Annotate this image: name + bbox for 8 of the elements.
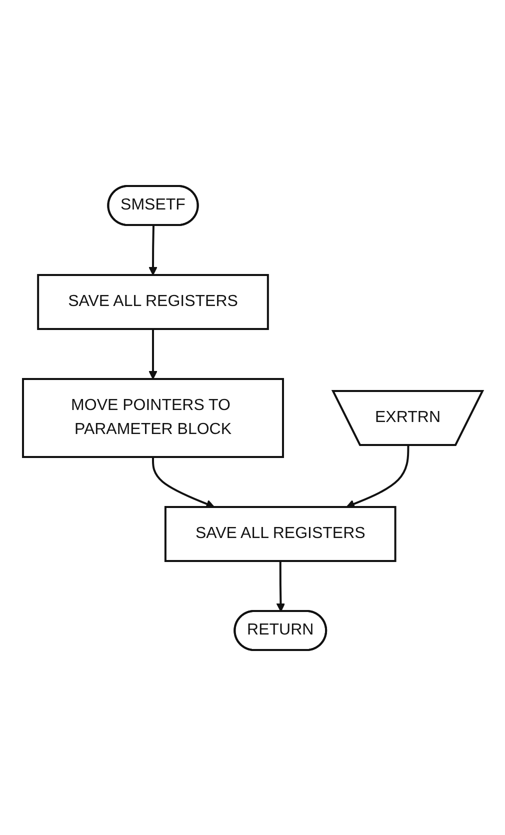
- arrow: [148, 328, 158, 379]
- arrow: [148, 224, 158, 275]
- arrow: [346, 444, 409, 508]
- arrow: [276, 560, 285, 612]
- node-box: SAVE ALL REGISTERS: [36, 274, 269, 330]
- arrow: [152, 456, 214, 508]
- node-box: SAVE ALL REGISTERS: [164, 506, 396, 562]
- node-box: MOVE POINTERS TO PARAMETER BLOCK: [22, 378, 284, 458]
